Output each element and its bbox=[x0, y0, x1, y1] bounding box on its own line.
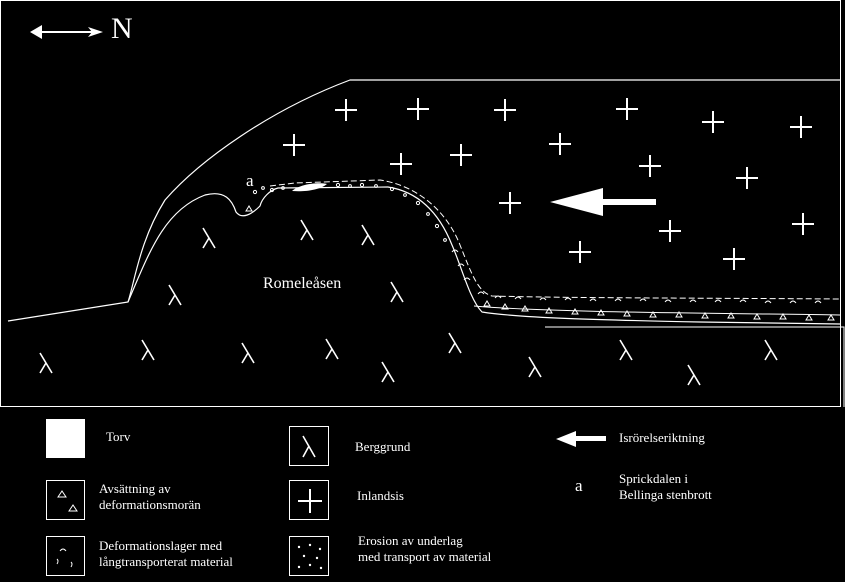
deformation-label: Deformationslager med långtransporterat … bbox=[99, 538, 233, 570]
berggrund-label: Berggrund bbox=[355, 439, 410, 455]
north-arrow-icon bbox=[30, 25, 103, 39]
erosion-label: Erosion av underlag med transport av mat… bbox=[358, 533, 491, 565]
ice-flow-legend-arrow-icon bbox=[556, 431, 606, 447]
moraine-layer-line bbox=[474, 306, 840, 315]
erosion-dots bbox=[253, 183, 446, 241]
bedrock-lambdas bbox=[40, 220, 777, 385]
a-symbol: a bbox=[575, 476, 583, 496]
moraine-swatch bbox=[46, 480, 85, 520]
north-label: N bbox=[111, 12, 133, 46]
deformation-layer-top bbox=[270, 180, 840, 299]
deformation-squiggles bbox=[452, 250, 821, 303]
point-a-label: a bbox=[246, 171, 254, 191]
deformation-swatch bbox=[46, 536, 85, 576]
sprickdalen-label: Sprickdalen i Bellinga stenbrott bbox=[619, 471, 712, 503]
triangle-icon bbox=[47, 481, 86, 521]
ice-flow-arrow-icon bbox=[550, 188, 656, 216]
ice-sheet-surface bbox=[8, 80, 840, 321]
torv-swatch bbox=[46, 419, 85, 458]
moraine-triangles bbox=[246, 206, 834, 320]
ice-cross-icon bbox=[290, 481, 330, 521]
bedrock-lambda-icon bbox=[290, 427, 330, 467]
bedrock-base-outline bbox=[545, 327, 844, 407]
torv-label: Torv bbox=[106, 429, 130, 445]
inlandsis-label: Inlandsis bbox=[357, 488, 404, 504]
moraine-label: Avsättning av deformationsmorän bbox=[99, 481, 201, 513]
romeleasen-label: Romeleåsen bbox=[263, 274, 341, 294]
erosion-swatch bbox=[289, 536, 329, 576]
squiggle-icon bbox=[47, 537, 86, 577]
cross-section-diagram bbox=[0, 0, 845, 410]
inlandsis-swatch bbox=[289, 480, 329, 520]
dot-icon bbox=[290, 537, 330, 577]
legend: Torv Avsättning av deformationsmorän Def… bbox=[0, 410, 845, 576]
berggrund-swatch bbox=[289, 426, 329, 466]
diagram-frame bbox=[1, 1, 841, 407]
isrorelse-label: Isrörelseriktning bbox=[619, 430, 705, 446]
